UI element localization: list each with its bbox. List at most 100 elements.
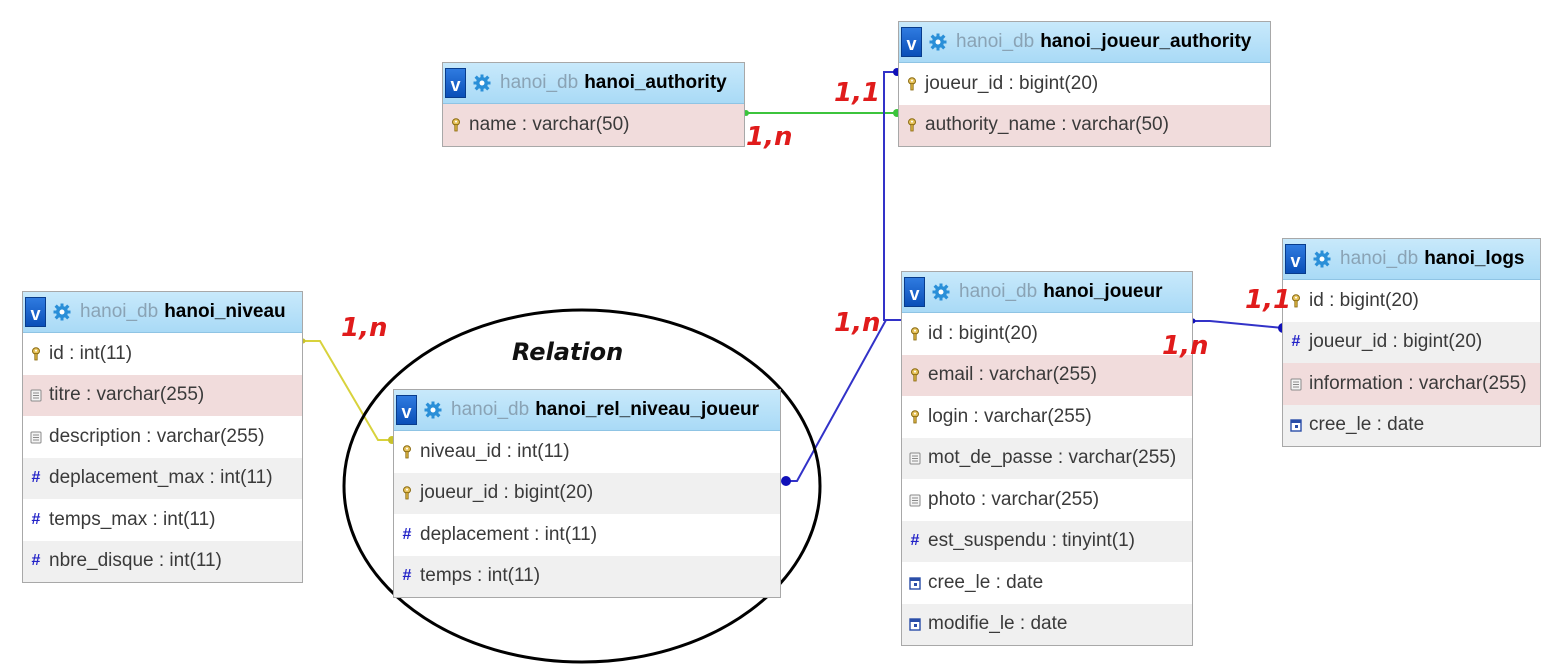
key-icon [908,327,922,341]
field-label: temps : int(11) [420,565,541,587]
gear-icon[interactable] [473,74,491,92]
toggle-columns-icon[interactable]: v [904,277,925,307]
key-icon [29,347,43,361]
table-field-row[interactable]: #temps : int(11) [394,555,780,597]
relation-label: Relation [512,338,624,366]
field-label: joueur_id : bigint(20) [420,482,594,504]
table-field-row[interactable]: id : bigint(20) [902,313,1192,355]
database-name: hanoi_db [80,301,159,322]
gear-icon[interactable] [53,303,71,321]
table-field-row[interactable]: niveau_id : int(11) [394,431,780,473]
field-label: niveau_id : int(11) [420,440,570,462]
toggle-columns-icon[interactable]: v [445,68,466,98]
field-label: id : bigint(20) [1309,289,1419,311]
table-name: hanoi_joueur [1043,281,1163,302]
table-field-row[interactable]: photo : varchar(255) [902,479,1192,521]
table-field-row[interactable]: mot_de_passe : varchar(255) [902,437,1192,479]
table-field-row[interactable]: #deplacement_max : int(11) [23,457,302,499]
cardinality-label: 1,1 [834,78,881,108]
table-field-row[interactable]: information : varchar(255) [1283,363,1540,405]
table-field-row[interactable]: cree_le : date [902,562,1192,604]
database-name: hanoi_db [956,31,1035,52]
database-name: hanoi_db [1340,248,1419,269]
hash-icon: # [402,525,412,543]
table-field-row[interactable]: # nbre_disque : int(11) [23,540,302,582]
hash-icon: # [31,510,41,528]
gear-icon[interactable] [424,401,442,419]
toggle-columns-icon[interactable]: v [1285,244,1306,274]
database-name: hanoi_db [500,72,579,93]
key-icon [908,410,922,424]
table-field-row[interactable]: id : int(11) [23,333,302,375]
table-field-row[interactable]: # temps_max : int(11) [23,499,302,541]
table-field-row[interactable]: # est_suspendu : tinyint(1) [902,520,1192,562]
hash-icon: # [910,532,920,550]
table-field-row[interactable]: joueur_id : bigint(20) [394,472,780,514]
table-field-row[interactable]: id : bigint(20) [1283,280,1540,322]
gear-icon[interactable] [929,33,947,51]
field-label: temps_max : int(11) [49,508,216,530]
gear-icon[interactable] [1313,250,1331,268]
link-end-dot [781,476,791,486]
cardinality-label: 1,n [1162,331,1209,361]
table-field-row[interactable]: email : varchar(255) [902,354,1192,396]
date-icon [908,576,922,590]
key-icon [400,486,414,500]
text-field-icon [1289,377,1303,391]
table-field-row[interactable]: name : varchar(50) [443,104,744,146]
link-rel-joueur [782,319,887,482]
table-field-row[interactable]: cree_le : date [1283,404,1540,446]
hash-icon: # [31,469,41,487]
toggle-columns-icon[interactable]: v [901,27,922,57]
field-label: joueur_id : bigint(20) [925,72,1099,94]
table-field-row[interactable]: #joueur_id : bigint(20) [1283,321,1540,363]
key-icon [908,368,922,382]
key-icon [905,77,919,91]
text-field-icon [908,493,922,507]
table-field-row[interactable]: authority_name : varchar(50) [899,104,1270,146]
key-icon [400,445,414,459]
field-label: login : varchar(255) [928,405,1092,427]
field-label: mot_de_passe : varchar(255) [928,447,1177,469]
hash-icon: # [31,552,41,570]
field-label: name : varchar(50) [469,113,630,135]
key-icon [905,118,919,132]
hash-icon: # [1291,333,1301,351]
table-field-row[interactable]: joueur_id : bigint(20) [899,63,1270,105]
toggle-columns-icon[interactable]: v [396,395,417,425]
toggle-columns-icon[interactable]: v [25,297,46,327]
table-field-row[interactable]: modifie_le : date [902,603,1192,645]
table-field-row[interactable]: titre : varchar(255) [23,374,302,416]
table-field-row[interactable]: login : varchar(255) [902,396,1192,438]
key-icon [449,118,463,132]
field-label: id : int(11) [49,342,133,364]
database-name: hanoi_db [959,281,1038,302]
table-name: hanoi_rel_niveau_joueur [535,399,760,420]
gear-icon[interactable] [932,283,950,301]
text-field-icon [908,451,922,465]
field-label: authority_name : varchar(50) [925,114,1169,136]
field-label: nbre_disque : int(11) [49,550,222,572]
field-label: modifie_le : date [928,613,1068,635]
table-field-row[interactable]: # deplacement : int(11) [394,514,780,556]
table-name: hanoi_logs [1424,248,1525,269]
field-label: est_suspendu : tinyint(1) [928,530,1136,552]
date-icon [1289,418,1303,432]
cardinality-label: 1,n [746,122,793,152]
database-name: hanoi_db [451,399,530,420]
field-label: deplacement : int(11) [420,523,598,545]
table-field-row[interactable]: description : varchar(255) [23,416,302,458]
